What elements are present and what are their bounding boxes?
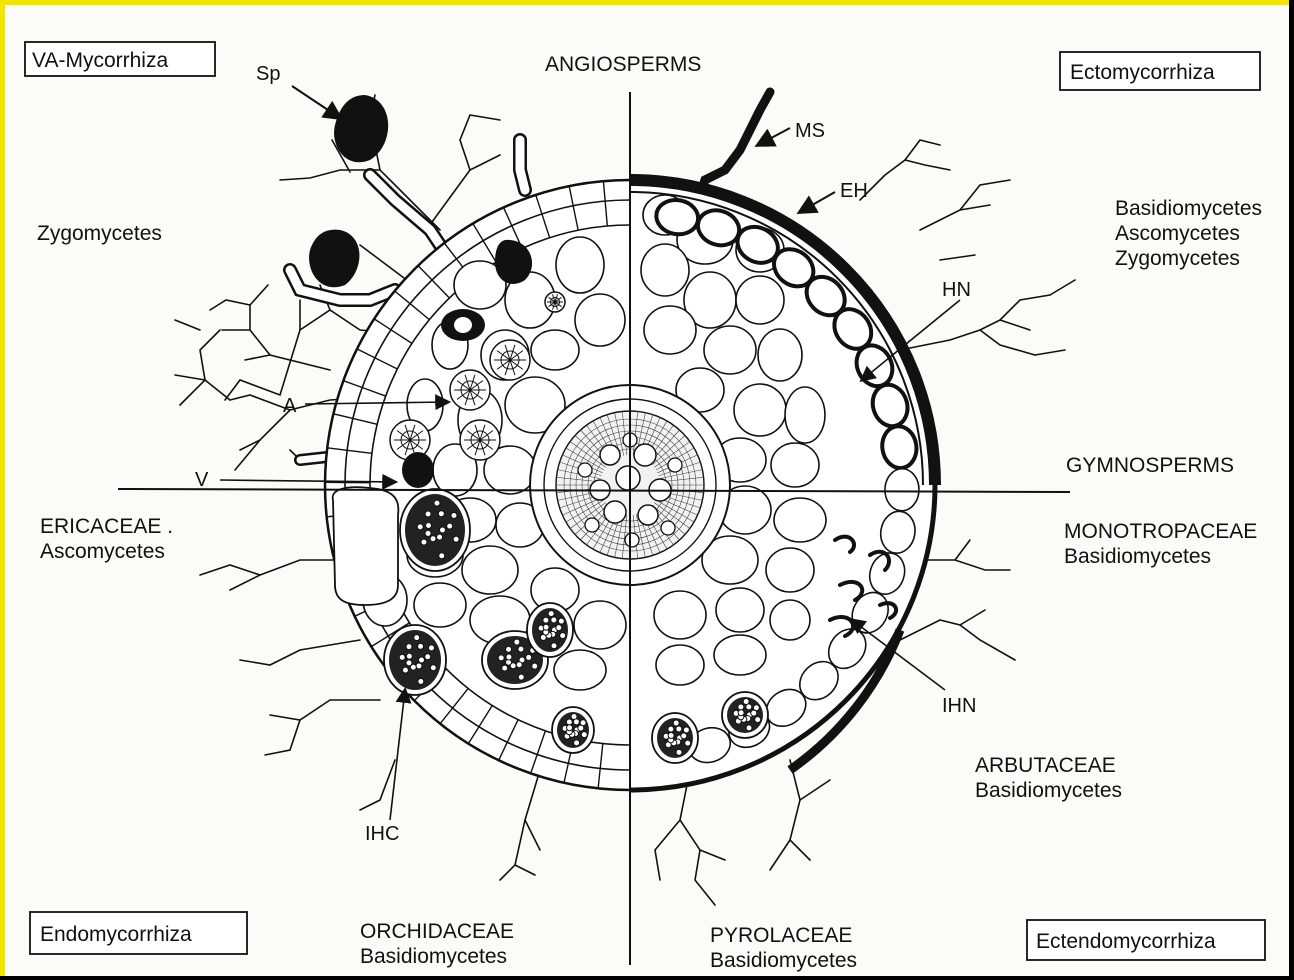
ihn-label: IHN <box>942 695 976 717</box>
monotropaceae-line-1: MONOTROPACEAE <box>1064 520 1257 543</box>
ecto-fungi-line-3: Zygomycetes <box>1115 247 1240 270</box>
frame-top <box>0 0 1294 5</box>
spore-1 <box>334 95 388 162</box>
ectomycorrhiza-label: Ectomycorrhiza <box>1070 61 1215 84</box>
spore-2 <box>309 230 359 288</box>
frame-bottom <box>0 976 1294 980</box>
pyrolaceae-line-1: PYROLACEAE <box>710 924 852 947</box>
ecto-fungi-line-2: Ascomycetes <box>1115 222 1240 245</box>
frame-left <box>0 0 5 980</box>
sp-label: Sp <box>256 63 280 85</box>
ihc-label: IHC <box>365 823 399 845</box>
pyrolaceae-line-2: Basidiomycetes <box>710 949 857 972</box>
eh-label: EH <box>840 180 868 202</box>
orchidaceae-line-2: Basidiomycetes <box>360 945 507 968</box>
monotropaceae-line-2: Basidiomycetes <box>1064 545 1211 568</box>
gymnosperms-label: GYMNOSPERMS <box>1066 454 1234 477</box>
ms-label: MS <box>795 120 825 142</box>
ectendomycorrhiza-label: Ectendomycorrhiza <box>1036 930 1216 953</box>
v-label: V <box>195 469 209 491</box>
a-label: A <box>283 395 297 417</box>
ericaceae-line-2: Ascomycetes <box>40 540 165 563</box>
endomycorrhiza-label: Endomycorrhiza <box>40 923 192 946</box>
ericaceae-root-hair <box>333 487 399 605</box>
zygomycetes-label: Zygomycetes <box>37 222 162 245</box>
angiosperms-label: ANGIOSPERMS <box>545 53 701 76</box>
hn-label: HN <box>942 279 971 301</box>
orchidaceae-line-1: ORCHIDACEAE <box>360 920 514 943</box>
arbutaceae-line-2: Basidiomycetes <box>975 779 1122 802</box>
va-mycorrhiza-label: VA-Mycorrhiza <box>32 49 168 72</box>
frame-right <box>1289 0 1294 980</box>
ericaceae-line-1: ERICACEAE . <box>40 515 173 538</box>
ecto-fungi-line-1: Basidiomycetes <box>1115 197 1262 220</box>
arbutaceae-line-1: ARBUTACEAE <box>975 754 1116 777</box>
